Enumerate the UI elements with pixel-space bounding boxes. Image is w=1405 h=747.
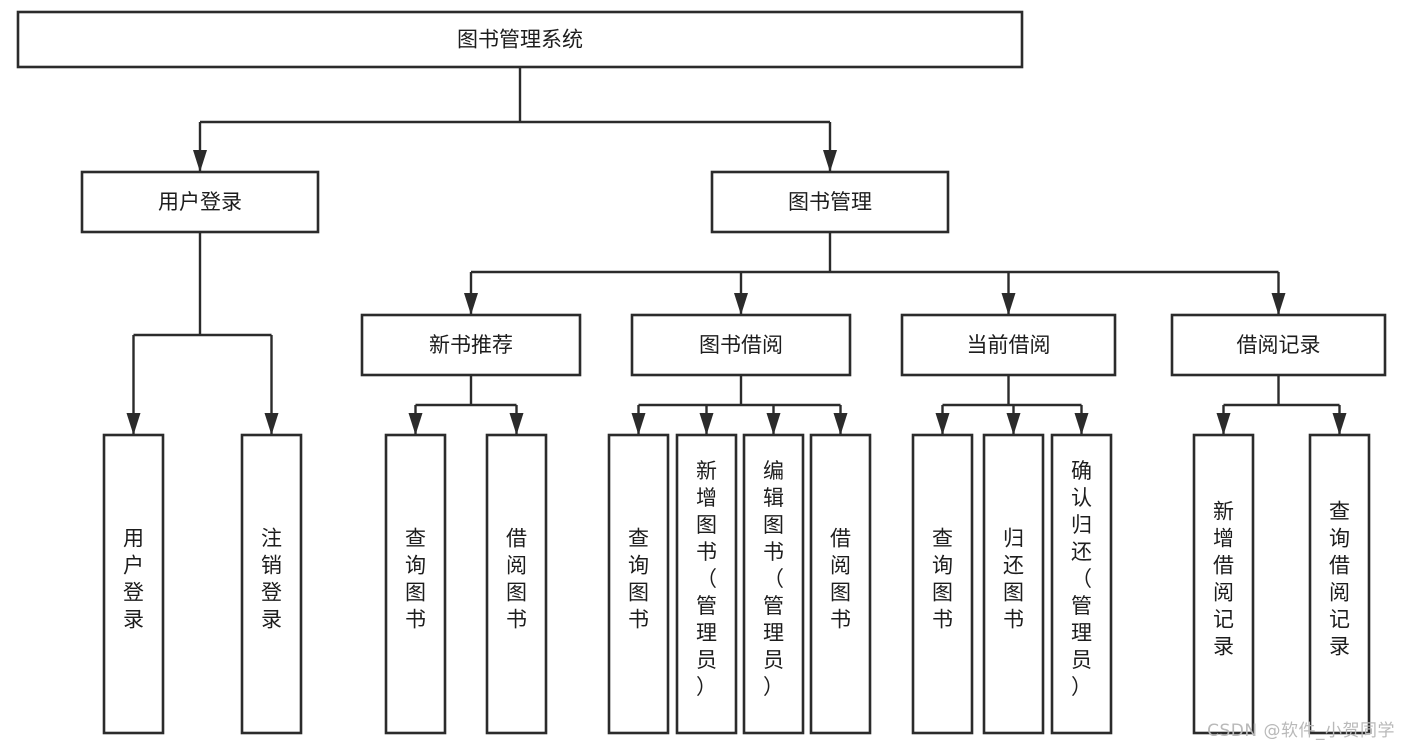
node-leaf-add-book[interactable]: 新增图书（管理员） — [675, 433, 738, 735]
book-borrow-to-leaves-arrow-3 — [833, 413, 848, 435]
node-leaf-user-login[interactable]: 用户登录 — [102, 433, 165, 735]
root-to-level1-arrow-0 — [193, 150, 207, 172]
book-borrow-to-leaves-arrow-2 — [766, 413, 781, 435]
borrow-record-to-leaves-arrow-1 — [1332, 413, 1347, 435]
user-login-to-leaves-arrow-0 — [126, 413, 141, 435]
node-leaf-user-login-label: 用户登录 — [123, 527, 144, 632]
node-leaf-confirm-return-label: 确认归还（管理员） — [1071, 459, 1092, 699]
current-borrow-to-leaves-arrow-2 — [1074, 413, 1089, 435]
node-leaf-query-book-1-box[interactable] — [384, 433, 447, 735]
node-leaf-borrow-book-1-label: 借阅图书 — [506, 527, 527, 632]
node-leaf-borrow-book-2-label: 借阅图书 — [830, 527, 851, 632]
node-leaf-query-record[interactable]: 查询借阅记录 — [1308, 433, 1371, 735]
node-leaf-edit-book-box[interactable] — [742, 433, 805, 735]
node-leaf-borrow-book-2[interactable]: 借阅图书 — [809, 433, 872, 735]
node-leaf-query-record-box[interactable] — [1308, 433, 1371, 735]
book-borrow-to-leaves-arrow-1 — [699, 413, 714, 435]
node-leaf-query-book-1[interactable]: 查询图书 — [384, 433, 447, 735]
node-leaf-edit-book-label: 编辑图书（管理员） — [763, 459, 784, 699]
node-leaf-query-book-3[interactable]: 查询图书 — [911, 433, 974, 735]
current-borrow-to-leaves-arrow-1 — [1006, 413, 1021, 435]
node-root-box[interactable] — [16, 10, 1024, 69]
node-leaf-query-book-3-label: 查询图书 — [932, 527, 953, 632]
borrow-record-to-leaves-arrow-0 — [1216, 413, 1231, 435]
node-leaf-borrow-book-1-box[interactable] — [485, 433, 548, 735]
node-layer: 图书管理系统用户登录图书管理新书推荐图书借阅当前借阅借阅记录用户登录注销登录查询… — [16, 10, 1387, 735]
node-leaf-query-book-3-box[interactable] — [911, 433, 974, 735]
node-leaf-return-book[interactable]: 归还图书 — [982, 433, 1045, 735]
node-leaf-logout[interactable]: 注销登录 — [240, 433, 303, 735]
book-manage-to-level2-arrow-0 — [464, 293, 478, 315]
node-leaf-query-record-label: 查询借阅记录 — [1329, 500, 1350, 659]
node-leaf-edit-book[interactable]: 编辑图书（管理员） — [742, 433, 805, 735]
book-manage-to-level2-arrow-2 — [1001, 293, 1016, 315]
node-leaf-return-book-box[interactable] — [982, 433, 1045, 735]
node-leaf-add-record-label: 新增借阅记录 — [1213, 500, 1234, 659]
user-login-to-leaves-arrow-1 — [264, 413, 279, 435]
node-leaf-return-book-label: 归还图书 — [1003, 527, 1024, 632]
new-book-recommend-to-leaves-arrow-1 — [509, 413, 524, 435]
node-user-login-box[interactable] — [80, 170, 320, 234]
connector-layer — [126, 67, 1347, 435]
node-leaf-add-record-box[interactable] — [1192, 433, 1255, 735]
node-leaf-query-book-2[interactable]: 查询图书 — [607, 433, 670, 735]
node-user-login[interactable]: 用户登录 — [80, 170, 320, 234]
node-leaf-add-record[interactable]: 新增借阅记录 — [1192, 433, 1255, 735]
node-book-manage-box[interactable] — [710, 170, 950, 234]
book-manage-to-level2-arrow-1 — [734, 293, 748, 315]
node-leaf-add-book-box[interactable] — [675, 433, 738, 735]
node-user-login-label: 用户登录 — [158, 190, 242, 214]
node-new-book-recommend[interactable]: 新书推荐 — [360, 313, 582, 377]
node-leaf-user-login-box[interactable] — [102, 433, 165, 735]
node-leaf-logout-box[interactable] — [240, 433, 303, 735]
new-book-recommend-to-leaves-arrow-0 — [408, 413, 423, 435]
book-manage-to-level2-arrow-3 — [1271, 293, 1286, 315]
node-borrow-record[interactable]: 借阅记录 — [1170, 313, 1387, 377]
node-leaf-query-book-2-label: 查询图书 — [628, 527, 649, 632]
current-borrow-to-leaves-arrow-0 — [935, 413, 950, 435]
node-leaf-borrow-book-2-box[interactable] — [809, 433, 872, 735]
node-leaf-borrow-book-1[interactable]: 借阅图书 — [485, 433, 548, 735]
node-current-borrow-box[interactable] — [900, 313, 1117, 377]
node-book-manage[interactable]: 图书管理 — [710, 170, 950, 234]
root-to-level1-arrow-1 — [823, 150, 837, 172]
node-book-borrow[interactable]: 图书借阅 — [630, 313, 852, 377]
node-root[interactable]: 图书管理系统 — [16, 10, 1024, 69]
node-leaf-confirm-return[interactable]: 确认归还（管理员） — [1050, 433, 1113, 735]
node-root-label: 图书管理系统 — [457, 28, 583, 52]
node-new-book-recommend-label: 新书推荐 — [429, 333, 513, 357]
node-borrow-record-label: 借阅记录 — [1237, 333, 1321, 357]
node-book-manage-label: 图书管理 — [788, 190, 872, 214]
book-borrow-to-leaves-arrow-0 — [631, 413, 646, 435]
node-current-borrow-label: 当前借阅 — [967, 333, 1051, 357]
node-current-borrow[interactable]: 当前借阅 — [900, 313, 1117, 377]
node-leaf-query-book-2-box[interactable] — [607, 433, 670, 735]
node-book-borrow-box[interactable] — [630, 313, 852, 377]
node-leaf-add-book-label: 新增图书（管理员） — [696, 459, 717, 699]
node-leaf-query-book-1-label: 查询图书 — [405, 527, 426, 632]
node-new-book-recommend-box[interactable] — [360, 313, 582, 377]
node-book-borrow-label: 图书借阅 — [699, 333, 783, 357]
node-leaf-logout-label: 注销登录 — [261, 527, 282, 632]
node-borrow-record-box[interactable] — [1170, 313, 1387, 377]
node-leaf-confirm-return-box[interactable] — [1050, 433, 1113, 735]
